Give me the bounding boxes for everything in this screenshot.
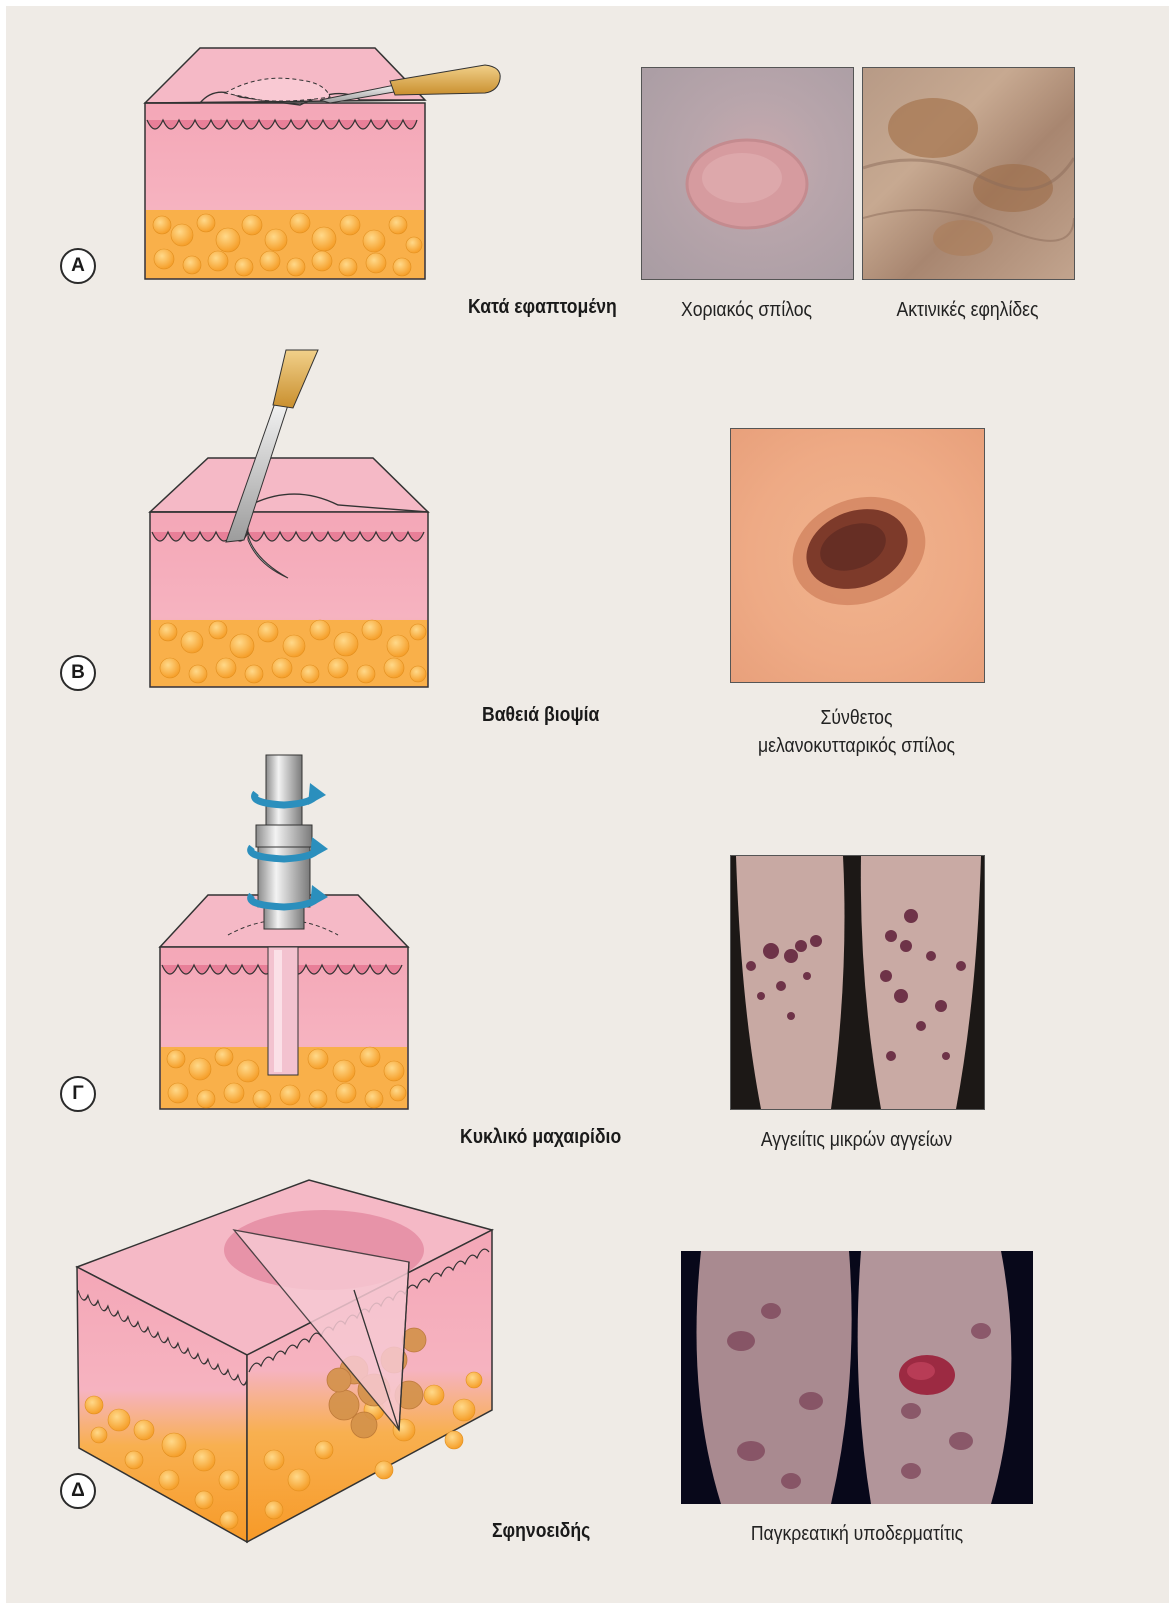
wedge-biopsy-diagram	[74, 1180, 499, 1545]
method-label-tangential: Κατά εφαπτομένη	[468, 296, 617, 319]
panniculitis-legs	[681, 1251, 1033, 1504]
lentigines-texture	[863, 68, 1074, 279]
label-circle-g: Γ	[60, 1076, 96, 1112]
label-circle-b: Β	[60, 655, 96, 691]
method-label-punch: Κυκλικό μαχαιρίδιο	[460, 1126, 621, 1149]
tangential-biopsy-diagram	[140, 45, 510, 285]
caption-actinic-lentigines: Ακτινικές εφηλίδες	[875, 296, 1061, 324]
label-circle-a: Α	[60, 248, 96, 284]
photo-pancreatic-panniculitis	[681, 1251, 1033, 1504]
photo-compound-nevus	[730, 428, 985, 683]
photo-actinic-lentigines	[862, 67, 1075, 280]
label-circle-d: Δ	[60, 1473, 96, 1509]
caption-pancreatic-panniculitis: Παγκρεατική υποδερματίτις	[702, 1520, 1012, 1548]
method-label-deep: Βαθειά βιοψία	[482, 704, 599, 727]
photo-dermal-nevus	[641, 67, 854, 280]
vasculitis-legs	[731, 856, 984, 1109]
deep-biopsy-diagram	[148, 350, 438, 690]
method-label-wedge: Σφηνοειδής	[492, 1520, 590, 1543]
caption-dermal-nevus: Χοριακός σπίλος	[654, 296, 840, 324]
caption-vasculitis: Αγγειίτις μικρών αγγείων	[719, 1126, 994, 1154]
photo-small-vessel-vasculitis	[730, 855, 985, 1110]
compound-nevus-lesion	[731, 429, 984, 682]
punch-biopsy-diagram	[158, 755, 428, 1115]
dermal-nevus-lesion	[642, 68, 853, 279]
caption-compound-nevus: Σύνθετος μελανοκυτταρικός σπίλος	[719, 704, 994, 760]
